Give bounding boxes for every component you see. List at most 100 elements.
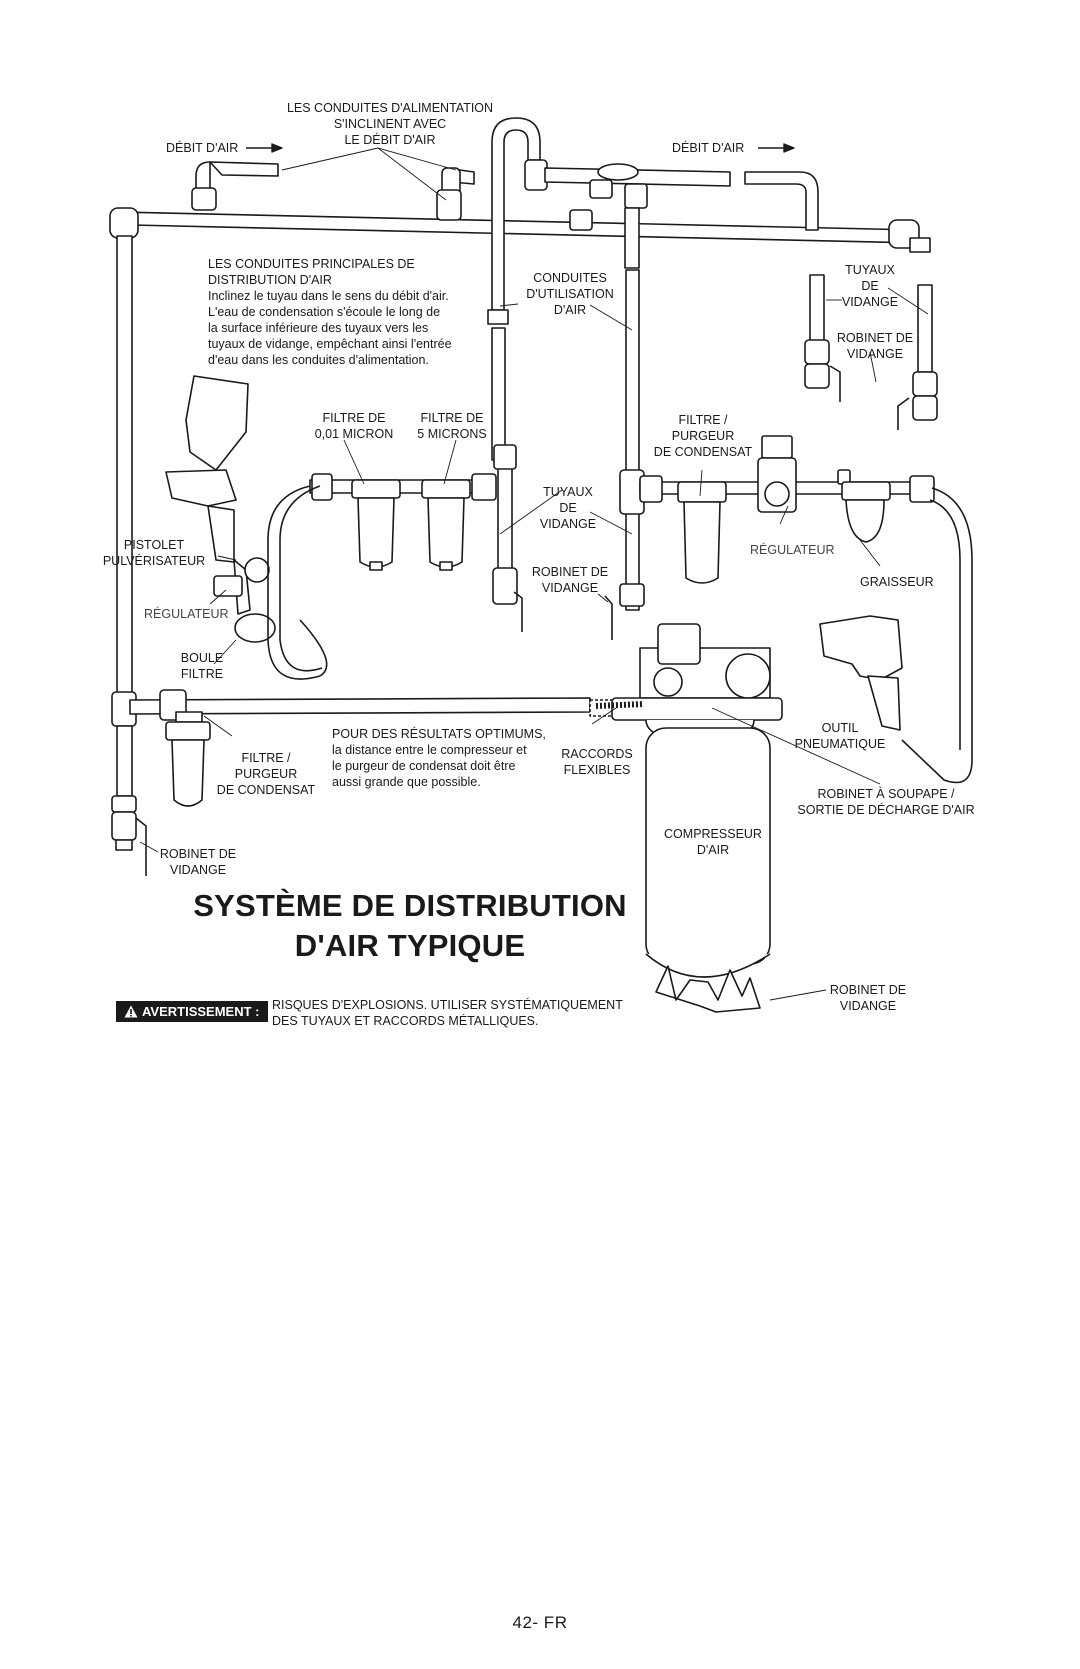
label-line: VIDANGE [846,347,904,361]
label-line: DE [861,279,879,293]
label-line: ROBINET À SOUPAPE / [817,787,955,801]
right-header-pipe [544,163,819,269]
flexible-hose [595,701,645,709]
label-line: POUR DES RÉSULTATS OPTIMUMS, [332,727,546,741]
warning-triangle-icon [124,1005,138,1018]
label-line: S'INCLINENT AVEC [333,117,447,131]
label-line: VIDANGE [169,863,227,877]
label-use-lines: CONDUITES D'UTILISATION D'AIR [518,270,622,318]
flow-arrow-right [758,143,795,153]
label-line: LE DÉBIT D'AIR [344,133,436,147]
label-line: PURGEUR [234,767,298,781]
label-line: d'eau dans les conduites d'alimentation. [208,353,429,367]
label-line: FLEXIBLES [563,763,631,777]
tool-hose [901,487,973,784]
label-filter-purge-right: FILTRE / PURGEUR DE CONDENSAT [648,412,758,460]
label-flex-fittings: RACCORDS FLEXIBLES [556,746,638,778]
label-regulator-left: RÉGULATEUR [144,607,229,621]
warning-badge: AVERTISSEMENT : [116,1001,268,1022]
label-filter-001: FILTRE DE 0,01 MICRON [312,410,396,442]
label-line: ROBINET DE [829,983,907,997]
label-line: FILTRE / [678,413,728,427]
left-filter-purge [165,721,211,807]
label-line: ROBINET DE [531,565,609,579]
center-filter-line [309,444,518,605]
label-line: CONDUITES [533,271,607,285]
label-drain-pipes-right: TUYAUX DE VIDANGE [832,262,908,310]
label-valve-outlet: ROBINET À SOUPAPE / SORTIE DE DÉCHARGE D… [796,786,976,818]
flow-arrow-left [246,143,283,153]
label-line: ROBINET DE [159,847,237,861]
center-riser-loop [436,117,548,461]
label-main-lines: LES CONDUITES PRINCIPALES DE DISTRIBUTIO… [208,256,452,368]
drain-valve-handle-right-use [604,595,613,640]
label-line: tuyaux de vidange, empêchant ainsi l'ent… [208,337,452,351]
label-feed-lines-slope: LES CONDUITES D'ALIMENTATION S'INCLINENT… [270,100,510,148]
title-line: D'AIR TYPIQUE [294,928,526,963]
label-line: 5 MICRONS [417,427,487,441]
label-filter-purge-left: FILTRE / PURGEUR DE CONDENSAT [210,750,322,798]
label-drain-valve-tank: ROBINET DE VIDANGE [820,982,916,1014]
label-line: DE [559,501,577,515]
label-line: D'AIR [553,303,587,317]
label-filter-5: FILTRE DE 5 MICRONS [410,410,494,442]
label-line: L'eau de condensation s'écoule le long d… [208,305,441,319]
label-air-flow-right: DÉBIT D'AIR [672,141,745,155]
label-line: BOULE [180,651,224,665]
label-line: FILTRE [180,667,224,681]
label-line: D'AIR [696,843,730,857]
label-drain-valve-center: ROBINET DE VIDANGE [522,564,618,596]
label-line: VIDANGE [541,581,599,595]
leader-lines [139,147,929,1001]
lower-main-line [129,689,641,723]
label-air-flow-left: DÉBIT D'AIR [166,141,239,155]
label-spray-gun: PISTOLET PULVÉRISATEUR [96,537,212,569]
title-line: SYSTÈME DE DISTRIBUTION [193,888,627,923]
air-compressor [611,623,783,1013]
label-regulator-right: RÉGULATEUR [750,543,835,557]
label-line: DISTRIBUTION D'AIR [208,273,332,287]
drain-valve-handle-center [513,591,523,632]
label-line: VIDANGE [539,517,597,531]
label-line: DE CONDENSAT [216,783,316,797]
label-line: FILTRE DE [420,411,484,425]
spray-hose [267,485,328,680]
label-drain-valve-left: ROBINET DE VIDANGE [150,846,246,878]
label-line: PISTOLET [123,538,185,552]
label-line: aussi grande que possible. [332,775,481,789]
label-line: la distance entre le compresseur et [332,743,527,757]
label-line: le purgeur de condensat doit être [332,759,516,773]
warning-text: RISQUES D'EXPLOSIONS. UTILISER SYSTÉMATI… [272,997,623,1029]
label-line: FILTRE / [241,751,291,765]
warning-line: DES TUYAUX ET RACCORDS MÉTALLIQUES. [272,1014,539,1028]
warning-badge-label: AVERTISSEMENT : [142,1004,260,1019]
label-line: ROBINET DE [836,331,914,345]
main-distribution-pipe [109,207,931,253]
use-line-right [619,269,645,611]
label-line: LES CONDUITES PRINCIPALES DE [208,257,415,271]
label-line: SORTIE DE DÉCHARGE D'AIR [797,803,975,817]
label-line: TUYAUX [845,263,895,277]
label-line: PULVÉRISATEUR [102,554,206,568]
label-line: D'UTILISATION [526,287,614,301]
label-line: COMPRESSEUR [664,827,762,841]
label-line: OUTIL [821,721,859,735]
label-line: VIDANGE [839,999,897,1013]
diagram-title: SYSTÈME DE DISTRIBUTION D'AIR TYPIQUE [150,886,670,966]
label-line: PNEUMATIQUE [794,737,886,751]
label-filter-ball: BOULE FILTRE [168,650,236,682]
label-lubricator: GRAISSEUR [860,575,934,589]
label-line: VIDANGE [841,295,899,309]
label-line: FILTRE DE [322,411,386,425]
label-compressor: COMPRESSEUR D'AIR [658,826,768,858]
warning-line: RISQUES D'EXPLOSIONS. UTILISER SYSTÉMATI… [272,998,623,1012]
label-line: RACCORDS [561,747,633,761]
drain-pipes-top-right [804,274,938,421]
label-line: Inclinez le tuyau dans le sens du débit … [208,289,449,303]
left-vertical-pipe [111,235,137,851]
label-best-results: POUR DES RÉSULTATS OPTIMUMS, la distance… [332,726,546,790]
impact-wrench [819,615,903,731]
label-pneumatic-tool: OUTIL PNEUMATIQUE [788,720,892,752]
label-line: la surface inférieure des tuyaux vers le… [208,321,429,335]
